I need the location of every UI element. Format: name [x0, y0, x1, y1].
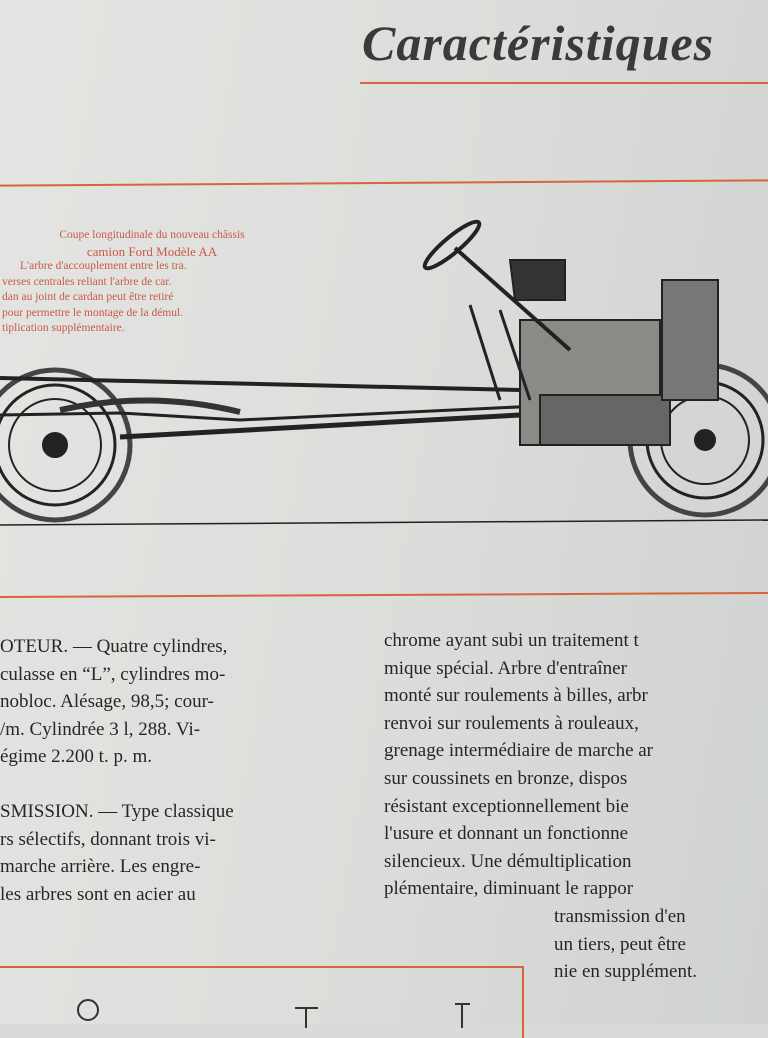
body-line: transmission d'en — [554, 905, 686, 927]
body-line: renvoi sur roulements à rouleaux, — [384, 712, 639, 734]
parts-illustration — [77, 999, 470, 1028]
body-line: sur coussinets en bronze, dispos — [384, 767, 628, 789]
body-line: mique spécial. Arbre d'entraîner — [384, 657, 627, 679]
chassis-cutaway-drawing — [0, 219, 768, 526]
figure-bottom-rule — [0, 591, 768, 599]
body-line: un tiers, peut être — [554, 933, 686, 955]
pedals — [468, 304, 532, 401]
oil-pan — [539, 394, 671, 446]
caption-line: pour permettre le montage de la démul. — [2, 306, 184, 319]
drive-shaft — [119, 412, 521, 440]
frame-rail — [0, 376, 521, 392]
leaf-spring — [59, 397, 241, 415]
moteur-line: nobloc. Alésage, 98,5; cour- — [0, 691, 214, 713]
caption-line: verses centrales reliant l'arbre de car. — [2, 275, 172, 288]
caption-line: Coupe longitudinale du nouveau châssis — [59, 229, 245, 241]
body-line: nie en supplément. — [554, 961, 697, 983]
right-column-text: chrome ayant subi un traitement t mique … — [384, 627, 697, 986]
left-column-text: OTEUR. — Quatre cylindres, culasse en “L… — [0, 633, 234, 908]
steering-wheel — [422, 219, 482, 271]
figure-top-rule — [0, 179, 768, 187]
radiator — [661, 279, 719, 401]
body-line: chrome ayant subi un traitement t — [384, 630, 639, 651]
body-line: grenage intermédiaire de marche ar — [384, 740, 654, 762]
ground-line — [0, 519, 768, 526]
fuel-tank — [508, 259, 566, 301]
figure-caption: Coupe longitudinale du nouveau châssis c… — [2, 228, 302, 337]
body-line: résistant exceptionnellement bie — [384, 795, 629, 817]
moteur-line: culasse en “L”, cylindres mo- — [0, 663, 226, 685]
rear-wheel — [0, 367, 133, 523]
caption-line: tiplication supplémentaire. — [2, 322, 125, 334]
lower-figure-frame — [0, 966, 524, 1038]
body-line: silencieux. Une démultiplication — [384, 850, 632, 872]
moteur-line: OTEUR. — Quatre cylindres, — [0, 636, 228, 657]
body-line: l'usure et donnant un fonctionne — [384, 823, 629, 845]
title-underline — [360, 82, 768, 84]
moteur-line: égime 2.200 t. p. m. — [0, 746, 152, 768]
caption-line: camion Ford Modèle AA — [86, 243, 218, 259]
body-line: monté sur roulements à billes, arbr — [384, 685, 648, 707]
caption-line: dan au joint de cardan peut être retiré — [2, 291, 174, 303]
moteur-line: /m. Cylindrée 3 l, 288. Vi- — [0, 718, 201, 740]
caption-line: L'arbre d'accouplement entre les tra. — [20, 260, 187, 272]
transmission-line: SMISSION. — Type classique — [0, 800, 234, 822]
body-line: plémentaire, diminuant le rappor — [384, 878, 634, 900]
transmission-line: marche arrière. Les engre- — [0, 856, 201, 878]
page-title: Caractéristiques — [362, 15, 715, 71]
transmission-line: les arbres sont en acier au — [0, 883, 196, 905]
steering-column — [453, 246, 572, 352]
transmission-line: rs sélectifs, donnant trois vi- — [0, 828, 216, 850]
